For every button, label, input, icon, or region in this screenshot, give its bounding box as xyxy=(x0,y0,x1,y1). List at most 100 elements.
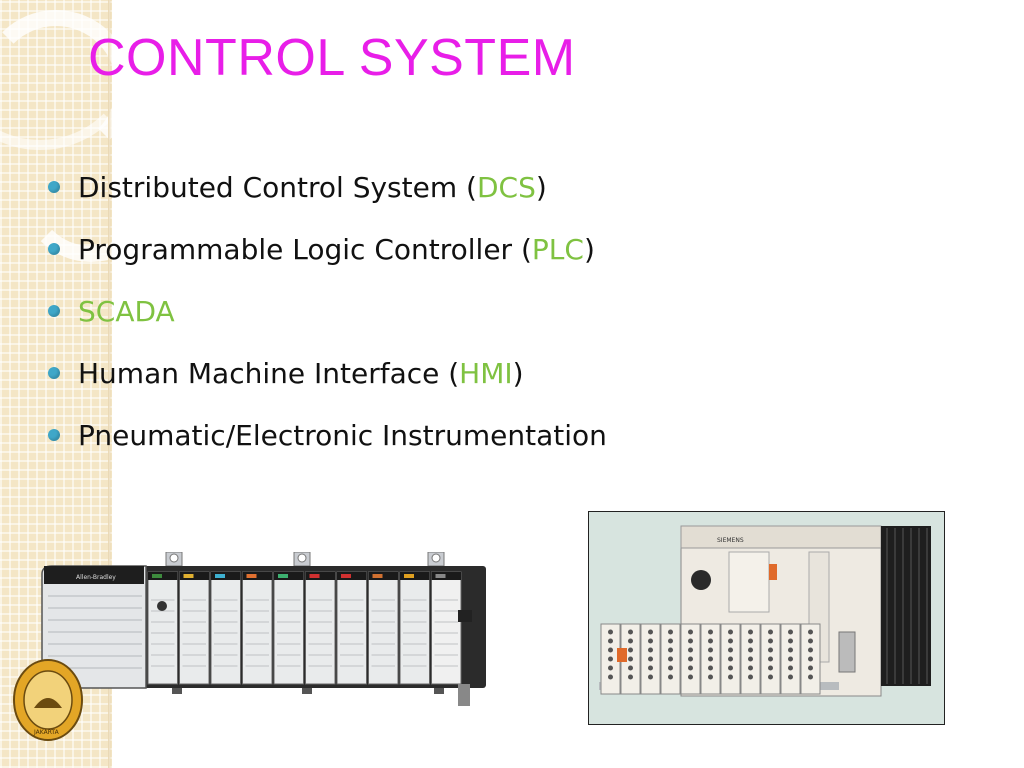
bullet-text-highlight: DCS xyxy=(476,170,536,204)
module-display xyxy=(458,610,472,622)
terminal-screw-icon xyxy=(788,674,793,680)
orange-connector xyxy=(617,648,627,662)
bullet-text-plain: Distributed Control System ( xyxy=(78,170,477,204)
plc-module-header xyxy=(337,572,367,580)
terminal-screw-icon xyxy=(788,665,793,671)
terminal-screw-icon xyxy=(708,656,713,662)
bullet-dot-icon xyxy=(48,305,60,317)
plc-module xyxy=(399,571,430,685)
terminal-screw-icon xyxy=(688,647,693,653)
terminal-screw-icon xyxy=(768,674,773,680)
terminal-screw-icon xyxy=(748,665,753,671)
bullet-text-plain: ) xyxy=(512,356,524,390)
terminal-screw-icon xyxy=(708,629,713,635)
plc-module-led xyxy=(152,574,162,578)
terminal-screw-icon xyxy=(728,629,733,635)
bullet-dot-icon xyxy=(48,181,60,193)
terminal-screw-icon xyxy=(808,629,813,635)
plc-module xyxy=(273,571,304,685)
plc-module-led xyxy=(309,574,320,578)
bullet-item-instrumentation: Pneumatic/Electronic Instrumentation xyxy=(48,404,607,466)
terminal-screw-icon xyxy=(648,629,653,635)
plc-brand-label: Allen-Bradley xyxy=(76,574,116,581)
siemens-brand-label: SIEMENS xyxy=(717,537,744,544)
bullet-item-plc: Programmable Logic Controller (PLC) xyxy=(48,218,607,280)
terminal-screw-icon xyxy=(788,629,793,635)
terminal-screw-icon xyxy=(808,674,813,680)
terminal-screw-icon xyxy=(668,647,673,653)
plc-module-header xyxy=(305,572,335,580)
terminal-screw-icon xyxy=(688,629,693,635)
terminal-screw-icon xyxy=(648,638,653,644)
bullet-text: Human Machine Interface (HMI) xyxy=(78,357,524,390)
terminal-screw-icon xyxy=(728,647,733,653)
bullet-dot-icon xyxy=(48,243,60,255)
terminal-screw-icon xyxy=(608,647,613,653)
seal-text: JAKARTA xyxy=(33,729,60,736)
plc-module xyxy=(242,571,273,685)
key-switch-icon xyxy=(157,601,167,611)
terminal-screw-icon xyxy=(648,647,653,653)
plc-module-header xyxy=(431,572,461,580)
bullet-list: Distributed Control System (DCS) Program… xyxy=(48,156,607,466)
bullet-text-plain: Pneumatic/Electronic Instrumentation xyxy=(78,418,607,452)
plc-rack-image: Allen-Bradley xyxy=(41,552,486,706)
terminal-screw-icon xyxy=(668,656,673,662)
terminal-screw-icon xyxy=(668,638,673,644)
terminal-screw-icon xyxy=(788,656,793,662)
plc-module-led xyxy=(215,574,225,578)
terminal-screw-icon xyxy=(748,638,753,644)
plc-module-led xyxy=(372,574,383,578)
terminal-screw-icon xyxy=(628,656,633,662)
terminal-screw-icon xyxy=(768,629,773,635)
terminal-screw-icon xyxy=(728,674,733,680)
terminal-screw-icon xyxy=(808,665,813,671)
plc-module xyxy=(431,571,462,685)
terminal-screw-icon xyxy=(668,665,673,671)
bullet-item-scada: SCADA xyxy=(48,280,607,342)
bullet-text-plain: Human Machine Interface ( xyxy=(78,356,460,390)
plc-module xyxy=(179,571,210,685)
terminal-screw-icon xyxy=(748,629,753,635)
terminal-screw-icon xyxy=(808,638,813,644)
terminal-screw-icon xyxy=(728,656,733,662)
terminal-screw-icon xyxy=(688,656,693,662)
plc-module-header xyxy=(148,572,178,580)
bullet-text-highlight: PLC xyxy=(531,232,584,266)
bullet-text: Programmable Logic Controller (PLC) xyxy=(78,233,595,266)
terminal-screw-icon xyxy=(708,647,713,653)
plc-module-led xyxy=(183,574,194,578)
terminal-screw-icon xyxy=(788,647,793,653)
terminal-screw-icon xyxy=(608,638,613,644)
siemens-plc-image: SIEMENS xyxy=(588,511,945,725)
decorative-left-band xyxy=(0,0,112,768)
bullet-item-dcs: Distributed Control System (DCS) xyxy=(48,156,607,218)
slide-title: CONTROL SYSTEM xyxy=(88,29,576,87)
plc-module-led xyxy=(341,574,351,578)
bullet-text-plain: Programmable Logic Controller ( xyxy=(78,232,532,266)
terminal-screw-icon xyxy=(728,638,733,644)
bullet-text-plain: ) xyxy=(535,170,547,204)
terminal-screw-icon xyxy=(688,665,693,671)
plc-module xyxy=(368,571,399,685)
terminal-screw-icon xyxy=(628,647,633,653)
terminal-screw-icon xyxy=(608,656,613,662)
terminal-screw-icon xyxy=(688,638,693,644)
terminal-screw-icon xyxy=(768,638,773,644)
plc-module-led xyxy=(246,574,257,578)
plc-module-header xyxy=(274,572,304,580)
terminal-screw-icon xyxy=(648,674,653,680)
terminal-screw-icon xyxy=(768,656,773,662)
plc-module-header xyxy=(400,572,430,580)
plc-module-header xyxy=(242,572,272,580)
plc-module-led xyxy=(435,574,446,578)
terminal-screw-icon xyxy=(768,665,773,671)
bullet-text-highlight: HMI xyxy=(459,356,513,390)
plc-module xyxy=(305,571,336,685)
terminal-screw-icon xyxy=(688,674,693,680)
plc-module xyxy=(336,571,367,685)
plc-module xyxy=(147,571,178,685)
terminal-screw-icon xyxy=(628,638,633,644)
bullet-dot-icon xyxy=(48,429,60,441)
bullet-dot-icon xyxy=(48,367,60,379)
